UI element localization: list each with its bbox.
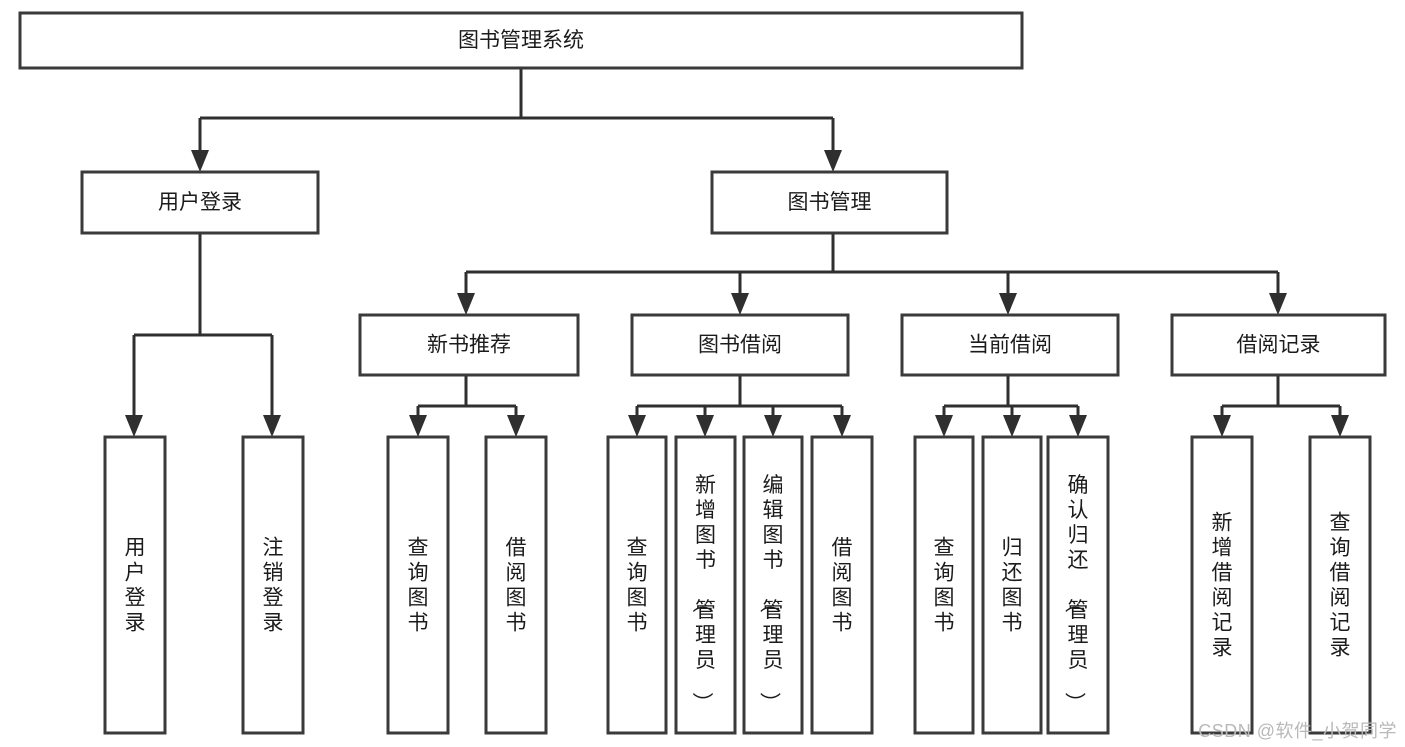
arrow-head-icon bbox=[1331, 415, 1349, 437]
arrow-head-icon bbox=[263, 415, 281, 437]
node-box-leaf[interactable] bbox=[1308, 435, 1372, 735]
arrow-head-icon bbox=[999, 293, 1017, 315]
node-label: 查询图书 bbox=[408, 537, 429, 635]
node-label: 确认归还（管理员） bbox=[1063, 474, 1089, 713]
node-box-leaf[interactable] bbox=[386, 435, 450, 735]
node-label: 借阅图书 bbox=[832, 537, 853, 635]
node-book-manage[interactable]: 图书管理 bbox=[710, 170, 949, 235]
node-box-leaf[interactable] bbox=[241, 435, 305, 735]
node-new-book-recommend[interactable]: 新书推荐 bbox=[358, 313, 580, 377]
arrow-head-icon bbox=[507, 415, 525, 437]
node-leaf-query-borrow-record[interactable]: 查询借阅记录 bbox=[1308, 435, 1372, 735]
arrow-head-icon bbox=[125, 415, 143, 437]
arrow-head-icon bbox=[764, 415, 782, 437]
node-box-leaf[interactable] bbox=[103, 435, 167, 735]
node-leaf-edit-book-admin[interactable]: 编辑图书（管理员） bbox=[742, 435, 804, 735]
arrow-head-icon bbox=[935, 415, 953, 437]
nodes-layer: 图书管理系统用户登录图书管理新书推荐图书借阅当前借阅借阅记录用户登录注销登录查询… bbox=[18, 11, 1387, 735]
arrow-head-icon bbox=[628, 415, 646, 437]
node-box-level2[interactable] bbox=[80, 170, 320, 235]
node-box-leaf[interactable] bbox=[742, 435, 804, 735]
node-box-leaf[interactable] bbox=[1046, 435, 1110, 735]
arrow-head-icon bbox=[731, 293, 749, 315]
arrow-head-icon bbox=[409, 415, 427, 437]
node-label: 图书借阅 bbox=[698, 334, 782, 357]
node-label: 新增图书（管理员） bbox=[690, 474, 716, 713]
arrow-head-icon bbox=[457, 293, 475, 315]
node-label: 编辑图书（管理员） bbox=[758, 474, 784, 713]
node-box-level3[interactable] bbox=[900, 313, 1120, 377]
node-label: 新书推荐 bbox=[427, 334, 511, 357]
node-current-borrow[interactable]: 当前借阅 bbox=[900, 313, 1120, 377]
node-box-level3[interactable] bbox=[358, 313, 580, 377]
node-label: 图书管理 bbox=[788, 191, 872, 214]
node-label: 借阅图书 bbox=[506, 537, 527, 635]
arrow-head-icon bbox=[191, 150, 209, 172]
node-box-leaf[interactable] bbox=[913, 435, 975, 735]
node-leaf-return-book[interactable]: 归还图书 bbox=[981, 435, 1043, 735]
node-label: 归还图书 bbox=[1002, 537, 1023, 635]
node-borrow-record[interactable]: 借阅记录 bbox=[1170, 313, 1387, 377]
node-box-leaf[interactable] bbox=[1190, 435, 1254, 735]
node-label: 查询借阅记录 bbox=[1330, 512, 1351, 660]
node-box-level3[interactable] bbox=[630, 313, 850, 377]
node-box-leaf[interactable] bbox=[606, 435, 668, 735]
node-box-leaf[interactable] bbox=[810, 435, 874, 735]
node-label: 查询图书 bbox=[934, 537, 955, 635]
node-leaf-user-login[interactable]: 用户登录 bbox=[103, 435, 167, 735]
node-label: 用户登录 bbox=[158, 191, 242, 214]
node-leaf-user-logout[interactable]: 注销登录 bbox=[241, 435, 305, 735]
node-book-borrow[interactable]: 图书借阅 bbox=[630, 313, 850, 377]
node-box-leaf[interactable] bbox=[484, 435, 548, 735]
node-label: 注销登录 bbox=[263, 537, 284, 635]
node-box-level3[interactable] bbox=[1170, 313, 1387, 377]
watermark-text: CSDN @软件_小贺同学 bbox=[1198, 721, 1397, 741]
node-box-root[interactable] bbox=[18, 11, 1024, 70]
arrow-head-icon bbox=[824, 150, 842, 172]
node-label: 借阅记录 bbox=[1237, 334, 1321, 357]
node-root[interactable]: 图书管理系统 bbox=[18, 11, 1024, 70]
node-label: 当前借阅 bbox=[968, 334, 1052, 357]
arrow-head-icon bbox=[1213, 415, 1231, 437]
node-box-leaf[interactable] bbox=[981, 435, 1043, 735]
connectors-layer bbox=[125, 68, 1349, 437]
arrow-head-icon bbox=[833, 415, 851, 437]
node-leaf-confirm-return-admin[interactable]: 确认归还（管理员） bbox=[1046, 435, 1110, 735]
node-label: 查询图书 bbox=[627, 537, 648, 635]
node-label: 图书管理系统 bbox=[458, 29, 584, 52]
arrow-head-icon bbox=[1069, 415, 1087, 437]
node-label: 用户登录 bbox=[125, 537, 146, 635]
node-leaf-query-book-current[interactable]: 查询图书 bbox=[913, 435, 975, 735]
node-box-level2[interactable] bbox=[710, 170, 949, 235]
arrow-head-icon bbox=[696, 415, 714, 437]
node-leaf-query-book-borrow[interactable]: 查询图书 bbox=[606, 435, 668, 735]
node-leaf-add-book-admin[interactable]: 新增图书（管理员） bbox=[674, 435, 737, 735]
node-leaf-add-borrow-record[interactable]: 新增借阅记录 bbox=[1190, 435, 1254, 735]
node-box-leaf[interactable] bbox=[674, 435, 737, 735]
node-leaf-borrow-book[interactable]: 借阅图书 bbox=[810, 435, 874, 735]
node-leaf-borrow-book-recommend[interactable]: 借阅图书 bbox=[484, 435, 548, 735]
arrow-head-icon bbox=[1269, 293, 1287, 315]
node-label: 新增借阅记录 bbox=[1212, 512, 1233, 660]
arrow-head-icon bbox=[1003, 415, 1021, 437]
node-user-login[interactable]: 用户登录 bbox=[80, 170, 320, 235]
node-leaf-query-book-recommend[interactable]: 查询图书 bbox=[386, 435, 450, 735]
